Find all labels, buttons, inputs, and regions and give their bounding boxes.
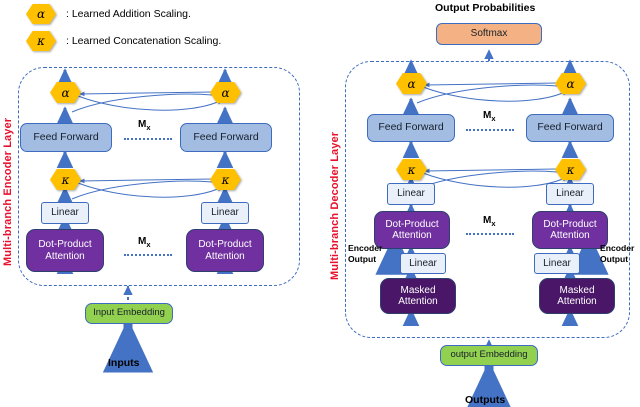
encoder-input-embedding[interactable]: Input Embedding [85,303,173,324]
decoder-dot-product-attention-2[interactable]: Dot-Product Attention [532,211,608,249]
decoder-alpha-1: α [396,73,427,94]
encoder-output-line1: Encoder [600,243,635,253]
decoder-kappa-2: κ [555,159,586,180]
attention-label-line1: Dot-Product [543,218,597,230]
kappa-symbol: κ [555,159,586,180]
attention-label-line2: Attention [392,230,432,241]
masked-label-line2: Attention [557,296,597,307]
kappa-symbol: κ [50,169,81,190]
encoder-side-label: Multi-branch Encoder Layer [2,117,14,266]
legend-kappa-text: : Learned Concatenation Scaling. [66,35,222,47]
encoder-inputs-label: Inputs [108,357,140,369]
decoder-linear-top-2[interactable]: Linear [546,183,594,205]
attention-label-line1: Dot-Product [198,239,252,251]
encoder-kappa-2: κ [210,169,241,190]
alpha-symbol: α [210,82,241,103]
encoder-repeat-label-top: Mx [138,119,151,132]
decoder-feed-forward-2[interactable]: Feed Forward [526,114,614,142]
encoder-dot-product-attention-1[interactable]: Dot-Product Attention [26,229,104,272]
masked-label-line2: Attention [398,296,438,307]
encoder-feed-forward-1[interactable]: Feed Forward [20,123,112,152]
kappa-hexagon-icon: κ [26,31,56,51]
softmax-box[interactable]: Softmax [436,23,542,45]
encoder-repeat-label-bottom: Mx [138,236,151,249]
kappa-symbol: κ [396,159,427,180]
decoder-encoder-output-label-2: Encoder Output [600,243,634,264]
encoder-repeat-dots-bottom [124,254,172,256]
decoder-repeat-label-bottom: Mx [483,215,496,228]
encoder-repeat-dots-top [124,138,172,140]
encoder-alpha-2: α [210,82,241,103]
attention-label-line1: Dot-Product [385,218,439,230]
encoder-output-line2: Output [348,253,377,264]
decoder-repeat-label-top: Mx [483,110,496,123]
output-probabilities-label: Output Probabilities [435,2,536,14]
alpha-symbol: α [555,73,586,94]
encoder-feed-forward-2[interactable]: Feed Forward [180,123,272,152]
decoder-repeat-dots-bottom [466,233,514,235]
legend-item-alpha: α : Learned Addition Scaling. [26,4,191,24]
encoder-linear-1[interactable]: Linear [41,202,89,224]
encoder-output-line2: Output [600,253,629,264]
decoder-encoder-output-label-1: Encoder Output [348,243,382,264]
encoder-kappa-1: κ [50,169,81,190]
decoder-kappa-1: κ [396,159,427,180]
decoder-dot-product-attention-1[interactable]: Dot-Product Attention [374,211,450,249]
decoder-linear-top-1[interactable]: Linear [387,183,435,205]
encoder-output-line1: Encoder [348,243,383,253]
kappa-symbol: κ [210,169,241,190]
masked-label-line1: Masked [559,284,595,296]
decoder-masked-attention-1[interactable]: Masked Attention [380,278,456,314]
decoder-container [345,61,630,338]
alpha-hexagon-icon: α [26,4,56,24]
legend-item-kappa: κ : Learned Concatenation Scaling. [26,31,221,51]
decoder-feed-forward-1[interactable]: Feed Forward [367,114,455,142]
masked-label-line1: Masked [400,284,436,296]
kappa-symbol: κ [26,31,56,51]
decoder-outputs-label: Outputs [465,394,506,406]
decoder-side-label: Multi-branch Decoder Layer [329,131,341,280]
encoder-alpha-1: α [50,82,81,103]
decoder-linear-bottom-1[interactable]: Linear [400,253,446,274]
legend-alpha-text: : Learned Addition Scaling. [66,8,191,20]
decoder-masked-attention-2[interactable]: Masked Attention [539,278,615,314]
attention-label-line2: Attention [45,250,85,262]
attention-label-line2: Attention [550,230,590,241]
encoder-dot-product-attention-2[interactable]: Dot-Product Attention [186,229,264,272]
attention-label-line2: Attention [205,250,245,262]
encoder-container [18,67,300,286]
encoder-linear-2[interactable]: Linear [201,202,249,224]
decoder-alpha-2: α [555,73,586,94]
alpha-symbol: α [26,4,56,24]
decoder-output-embedding[interactable]: output Embedding [440,345,538,366]
alpha-symbol: α [396,73,427,94]
decoder-repeat-dots-top [466,129,514,131]
decoder-linear-bottom-2[interactable]: Linear [534,253,580,274]
attention-label-line1: Dot-Product [38,239,92,251]
alpha-symbol: α [50,82,81,103]
